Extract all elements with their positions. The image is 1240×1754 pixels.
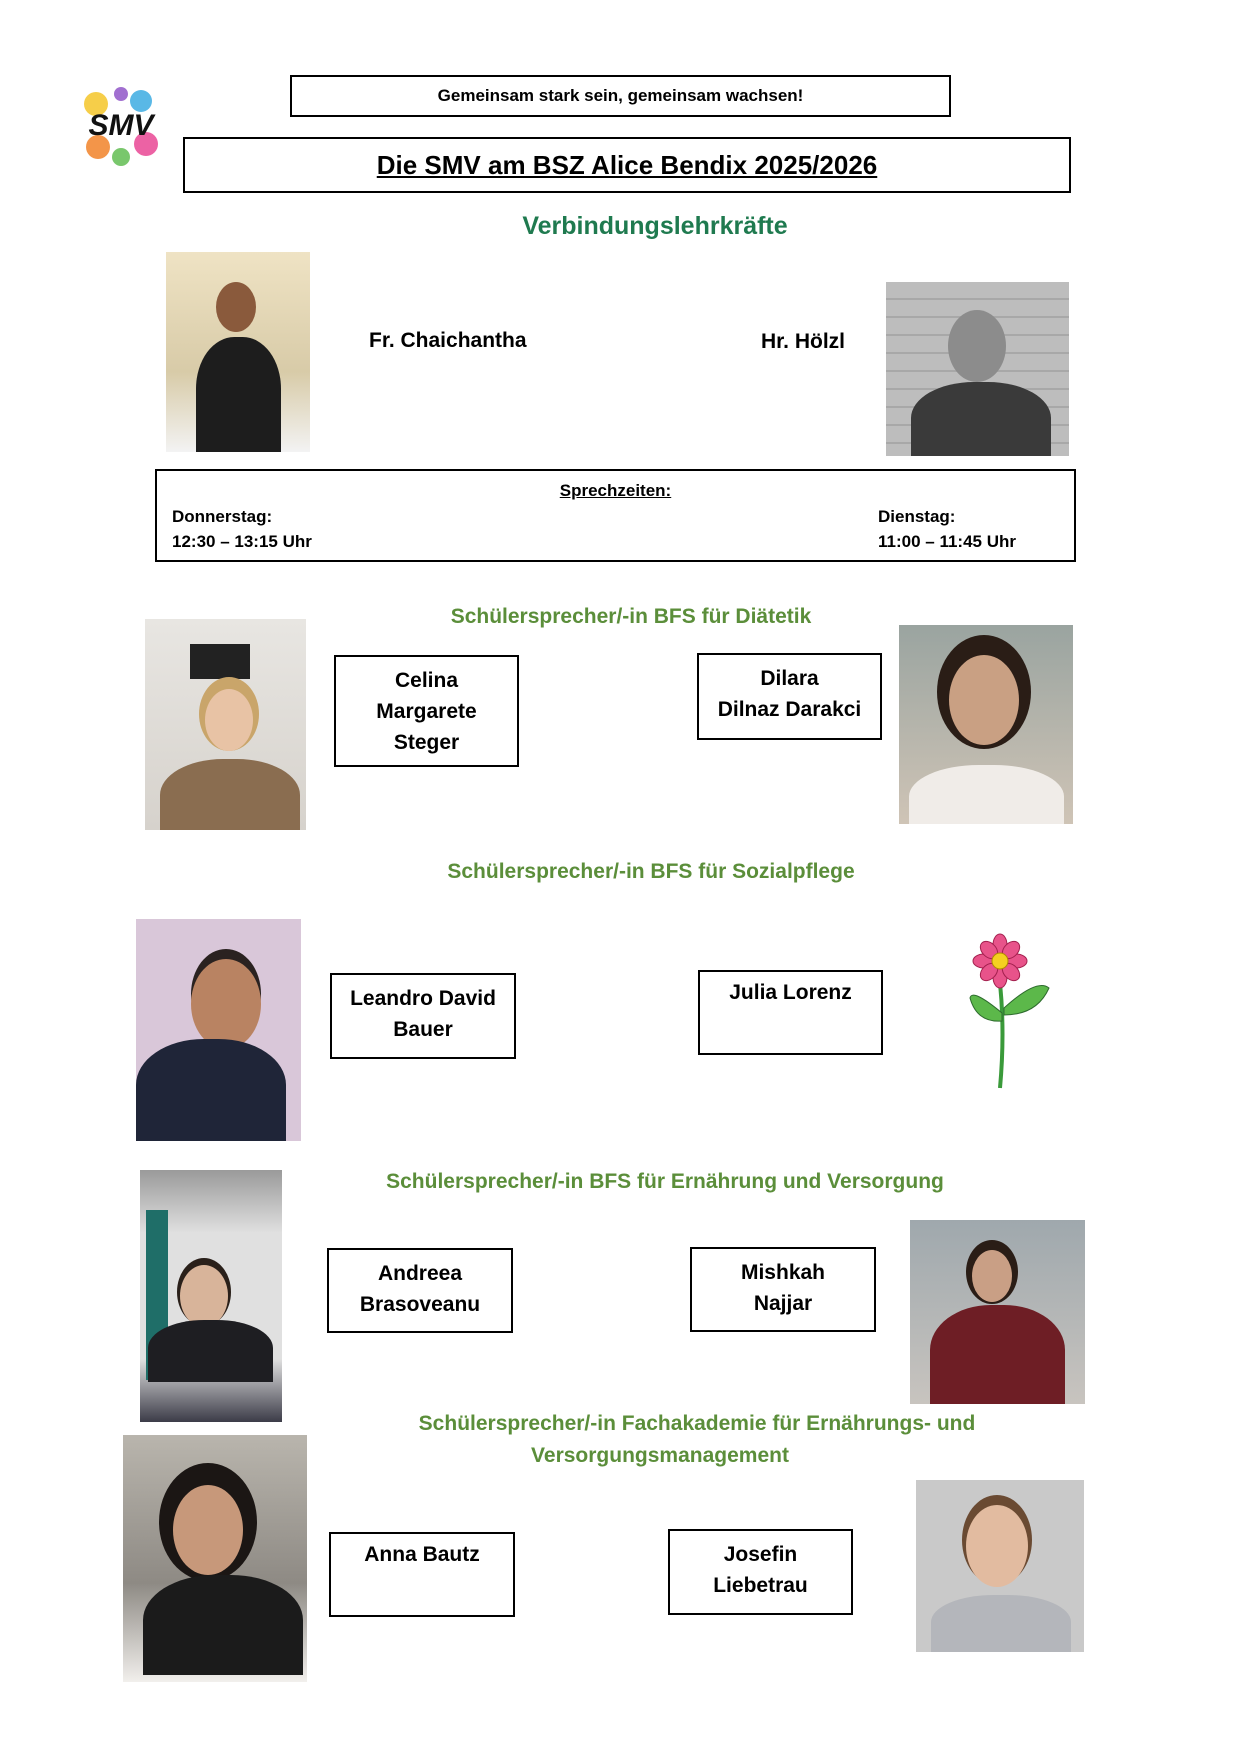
office-hours-right-time: 11:00 – 11:45 Uhr <box>878 532 1016 551</box>
student-name-line: Anna Bautz <box>364 1543 480 1566</box>
student-name-line: Dilnaz Darakci <box>717 698 862 721</box>
student-photo-celina <box>145 619 306 830</box>
student-name-line: Celina <box>394 669 459 692</box>
student-photo-leandro <box>136 919 301 1141</box>
student-photo-andreea <box>140 1170 282 1422</box>
student-name-line: Julia Lorenz <box>729 981 852 1004</box>
teacher-name-left: Fr. Chaichantha <box>369 329 527 352</box>
student-photo-anna <box>123 1435 307 1682</box>
section-heading-ernaehrung: Schülersprecher/-in BFS für Ernährung un… <box>386 1170 944 1193</box>
student-box-leandro: Leandro David Bauer <box>330 973 516 1059</box>
student-box-julia: Julia Lorenz <box>698 970 883 1055</box>
student-name-line: Dilara <box>760 667 819 690</box>
section-heading-fachakademie-line1: Schülersprecher/-in Fachakademie für Ern… <box>418 1412 976 1435</box>
title-box: Die SMV am BSZ Alice Bendix 2025/2026 <box>183 137 1071 193</box>
student-name-line: Margarete <box>376 700 477 723</box>
student-name-line: Najjar <box>753 1292 813 1315</box>
student-name-line: Mishkah <box>740 1261 826 1284</box>
student-name-line: Bauer <box>393 1018 453 1041</box>
teacher-photo-chaichantha <box>166 252 310 452</box>
teacher-name-right: Hr. Hölzl <box>761 330 846 353</box>
student-name-line: Brasoveanu <box>359 1293 481 1316</box>
student-box-mishkah: Mishkah Najjar <box>690 1247 876 1332</box>
section-heading-fachakademie-line2: Versorgungsmanagement <box>531 1444 789 1467</box>
office-hours-box: Sprechzeiten: Donnerstag: 12:30 – 13:15 … <box>155 469 1076 562</box>
smv-logo: SMV <box>76 79 166 171</box>
student-box-josefin: Josefin Liebetrau <box>668 1529 853 1615</box>
student-photo-mishkah <box>910 1220 1085 1404</box>
student-name-line: Liebetrau <box>713 1574 808 1597</box>
office-hours-left-time: 12:30 – 13:15 Uhr <box>172 532 312 551</box>
student-name-line: Josefin <box>723 1543 798 1566</box>
office-hours-left-day: Donnerstag: <box>172 507 273 526</box>
student-name-line: Andreea <box>377 1262 463 1285</box>
tagline: Gemeinsam stark sein, gemeinsam wachsen! <box>437 86 804 105</box>
tagline-box: Gemeinsam stark sein, gemeinsam wachsen! <box>290 75 951 117</box>
student-box-dilara: Dilara Dilnaz Darakci <box>697 653 882 740</box>
teachers-heading: Verbindungslehrkräfte <box>522 212 788 240</box>
student-box-celina: Celina Margarete Steger <box>334 655 519 767</box>
flower-icon <box>967 933 1051 1090</box>
section-heading-diaetetik: Schülersprecher/-in BFS für Diätetik <box>450 605 812 628</box>
section-heading-sozialpflege: Schülersprecher/-in BFS für Sozialpflege <box>447 860 855 883</box>
teacher-photo-hoelzl <box>886 282 1069 456</box>
student-photo-dilara <box>899 625 1073 824</box>
office-hours-label: Sprechzeiten: <box>559 481 672 500</box>
student-box-andreea: Andreea Brasoveanu <box>327 1248 513 1333</box>
page-title: Die SMV am BSZ Alice Bendix 2025/2026 <box>376 149 878 180</box>
student-name-line: Steger <box>393 731 460 754</box>
student-name-line: Leandro David <box>350 987 496 1010</box>
svg-text:SMV: SMV <box>88 109 156 142</box>
student-photo-josefin <box>916 1480 1084 1652</box>
student-box-anna: Anna Bautz <box>329 1532 515 1617</box>
office-hours-right-day: Dienstag: <box>878 507 956 526</box>
